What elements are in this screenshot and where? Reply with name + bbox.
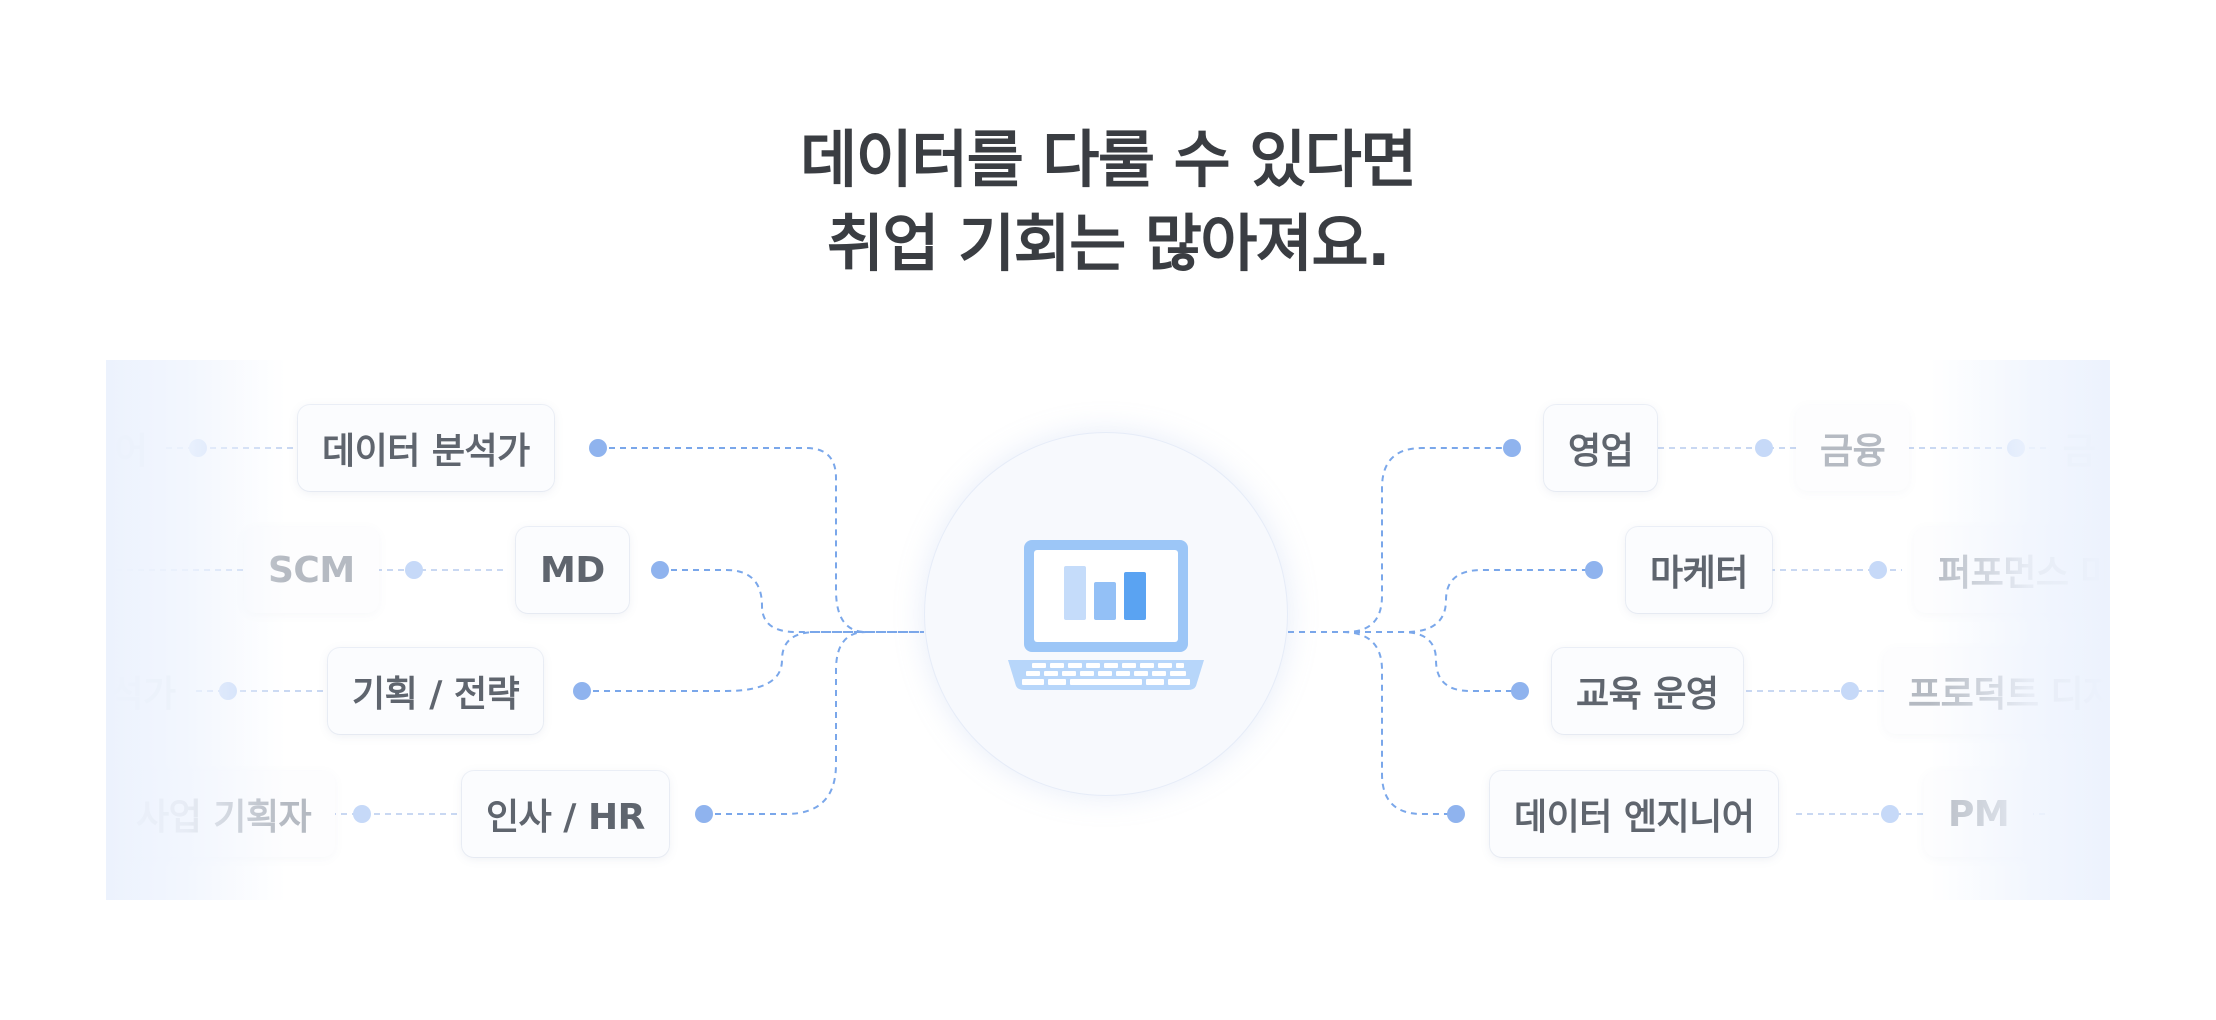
dot-right-row1	[1503, 439, 1521, 457]
role-label: 사업 기획자	[136, 797, 312, 838]
role-label: 금	[2062, 431, 2096, 472]
connector-left-row2	[660, 569, 924, 633]
role-label: 프로덕트 디자	[1908, 674, 2110, 715]
role-node: 퍼포먼스 마	[1914, 527, 2110, 613]
career-diagram: 어 데이터 분석가 SCM MD 석가 기획 / 전략 사업 기획자 인사 / …	[106, 360, 2110, 900]
role-node: 영업	[1544, 405, 1658, 491]
role-node: PM	[1924, 771, 2034, 857]
role-node: 교육 운영	[1552, 648, 1743, 734]
dot-right-row4	[1447, 805, 1465, 823]
dot-left-outer-row3	[219, 682, 237, 700]
dot-left-outer-row1	[189, 439, 207, 457]
role-label: 영업	[1568, 431, 1634, 472]
dot-left-outer-row2	[405, 561, 423, 579]
dot-left-row2	[651, 561, 669, 579]
role-label: 데이터 엔지니어	[1514, 797, 1755, 838]
dot-left-row4	[695, 805, 713, 823]
dot-right-outer-row4	[1881, 805, 1899, 823]
dot-left-row3	[573, 682, 591, 700]
role-label: 교육 운영	[1576, 674, 1719, 715]
role-label: MD	[540, 549, 605, 591]
role-label: PM	[1948, 793, 2010, 835]
connector-right-row4	[1288, 631, 1456, 815]
laptop-chart-icon	[1008, 540, 1204, 690]
role-label: 금융	[1820, 431, 1886, 472]
connector-left-row4	[704, 631, 867, 815]
role-node: 석가	[106, 648, 180, 734]
role-label: 퍼포먼스 마	[1938, 553, 2110, 594]
connector-left-row3	[582, 631, 924, 692]
role-label: 마케터	[1650, 553, 1748, 594]
role-node: 사업 기획자	[112, 771, 336, 857]
dot-left-outer-row4	[353, 805, 371, 823]
role-label: 석가	[110, 674, 176, 715]
role-node: 데이터 분석가	[298, 405, 554, 491]
role-node: 금	[2048, 405, 2110, 491]
connector-right-row2	[1288, 569, 1594, 633]
dot-right-row2	[1585, 561, 1603, 579]
role-node: 프로덕트 디자	[1884, 648, 2110, 734]
dot-right-outer-row1b	[2007, 439, 2025, 457]
dot-left-row1	[589, 439, 607, 457]
dot-right-outer-row1a	[1755, 439, 1773, 457]
connector-left-row1	[598, 447, 924, 633]
role-node: 마케터	[1626, 527, 1772, 613]
connector-right-row3	[1288, 631, 1520, 692]
dot-right-outer-row2	[1869, 561, 1887, 579]
dot-right-row3	[1511, 682, 1529, 700]
dot-right-outer-row3	[1841, 682, 1859, 700]
role-label: 인사 / HR	[486, 797, 645, 838]
center-hub	[924, 432, 1288, 796]
title-line-2: 취업 기회는 많아져요.	[826, 207, 1391, 280]
role-label: SCM	[268, 549, 355, 591]
role-label: 기획 / 전략	[352, 674, 520, 715]
role-node: 어	[106, 405, 156, 491]
role-node: 인사 / HR	[462, 771, 669, 857]
role-node: SCM	[244, 527, 379, 613]
connector-right-row1	[1288, 447, 1512, 633]
title-line-1: 데이터를 다룰 수 있다면	[800, 123, 1417, 196]
role-node: 기획 / 전략	[328, 648, 544, 734]
role-label: 데이터 분석가	[322, 431, 530, 472]
role-node: MD	[516, 527, 629, 613]
page-title: 데이터를 다룰 수 있다면 취업 기회는 많아져요.	[0, 118, 2216, 286]
role-node: 데이터 엔지니어	[1490, 771, 1779, 857]
role-label: 어	[114, 431, 148, 472]
role-node: 금융	[1796, 405, 1910, 491]
